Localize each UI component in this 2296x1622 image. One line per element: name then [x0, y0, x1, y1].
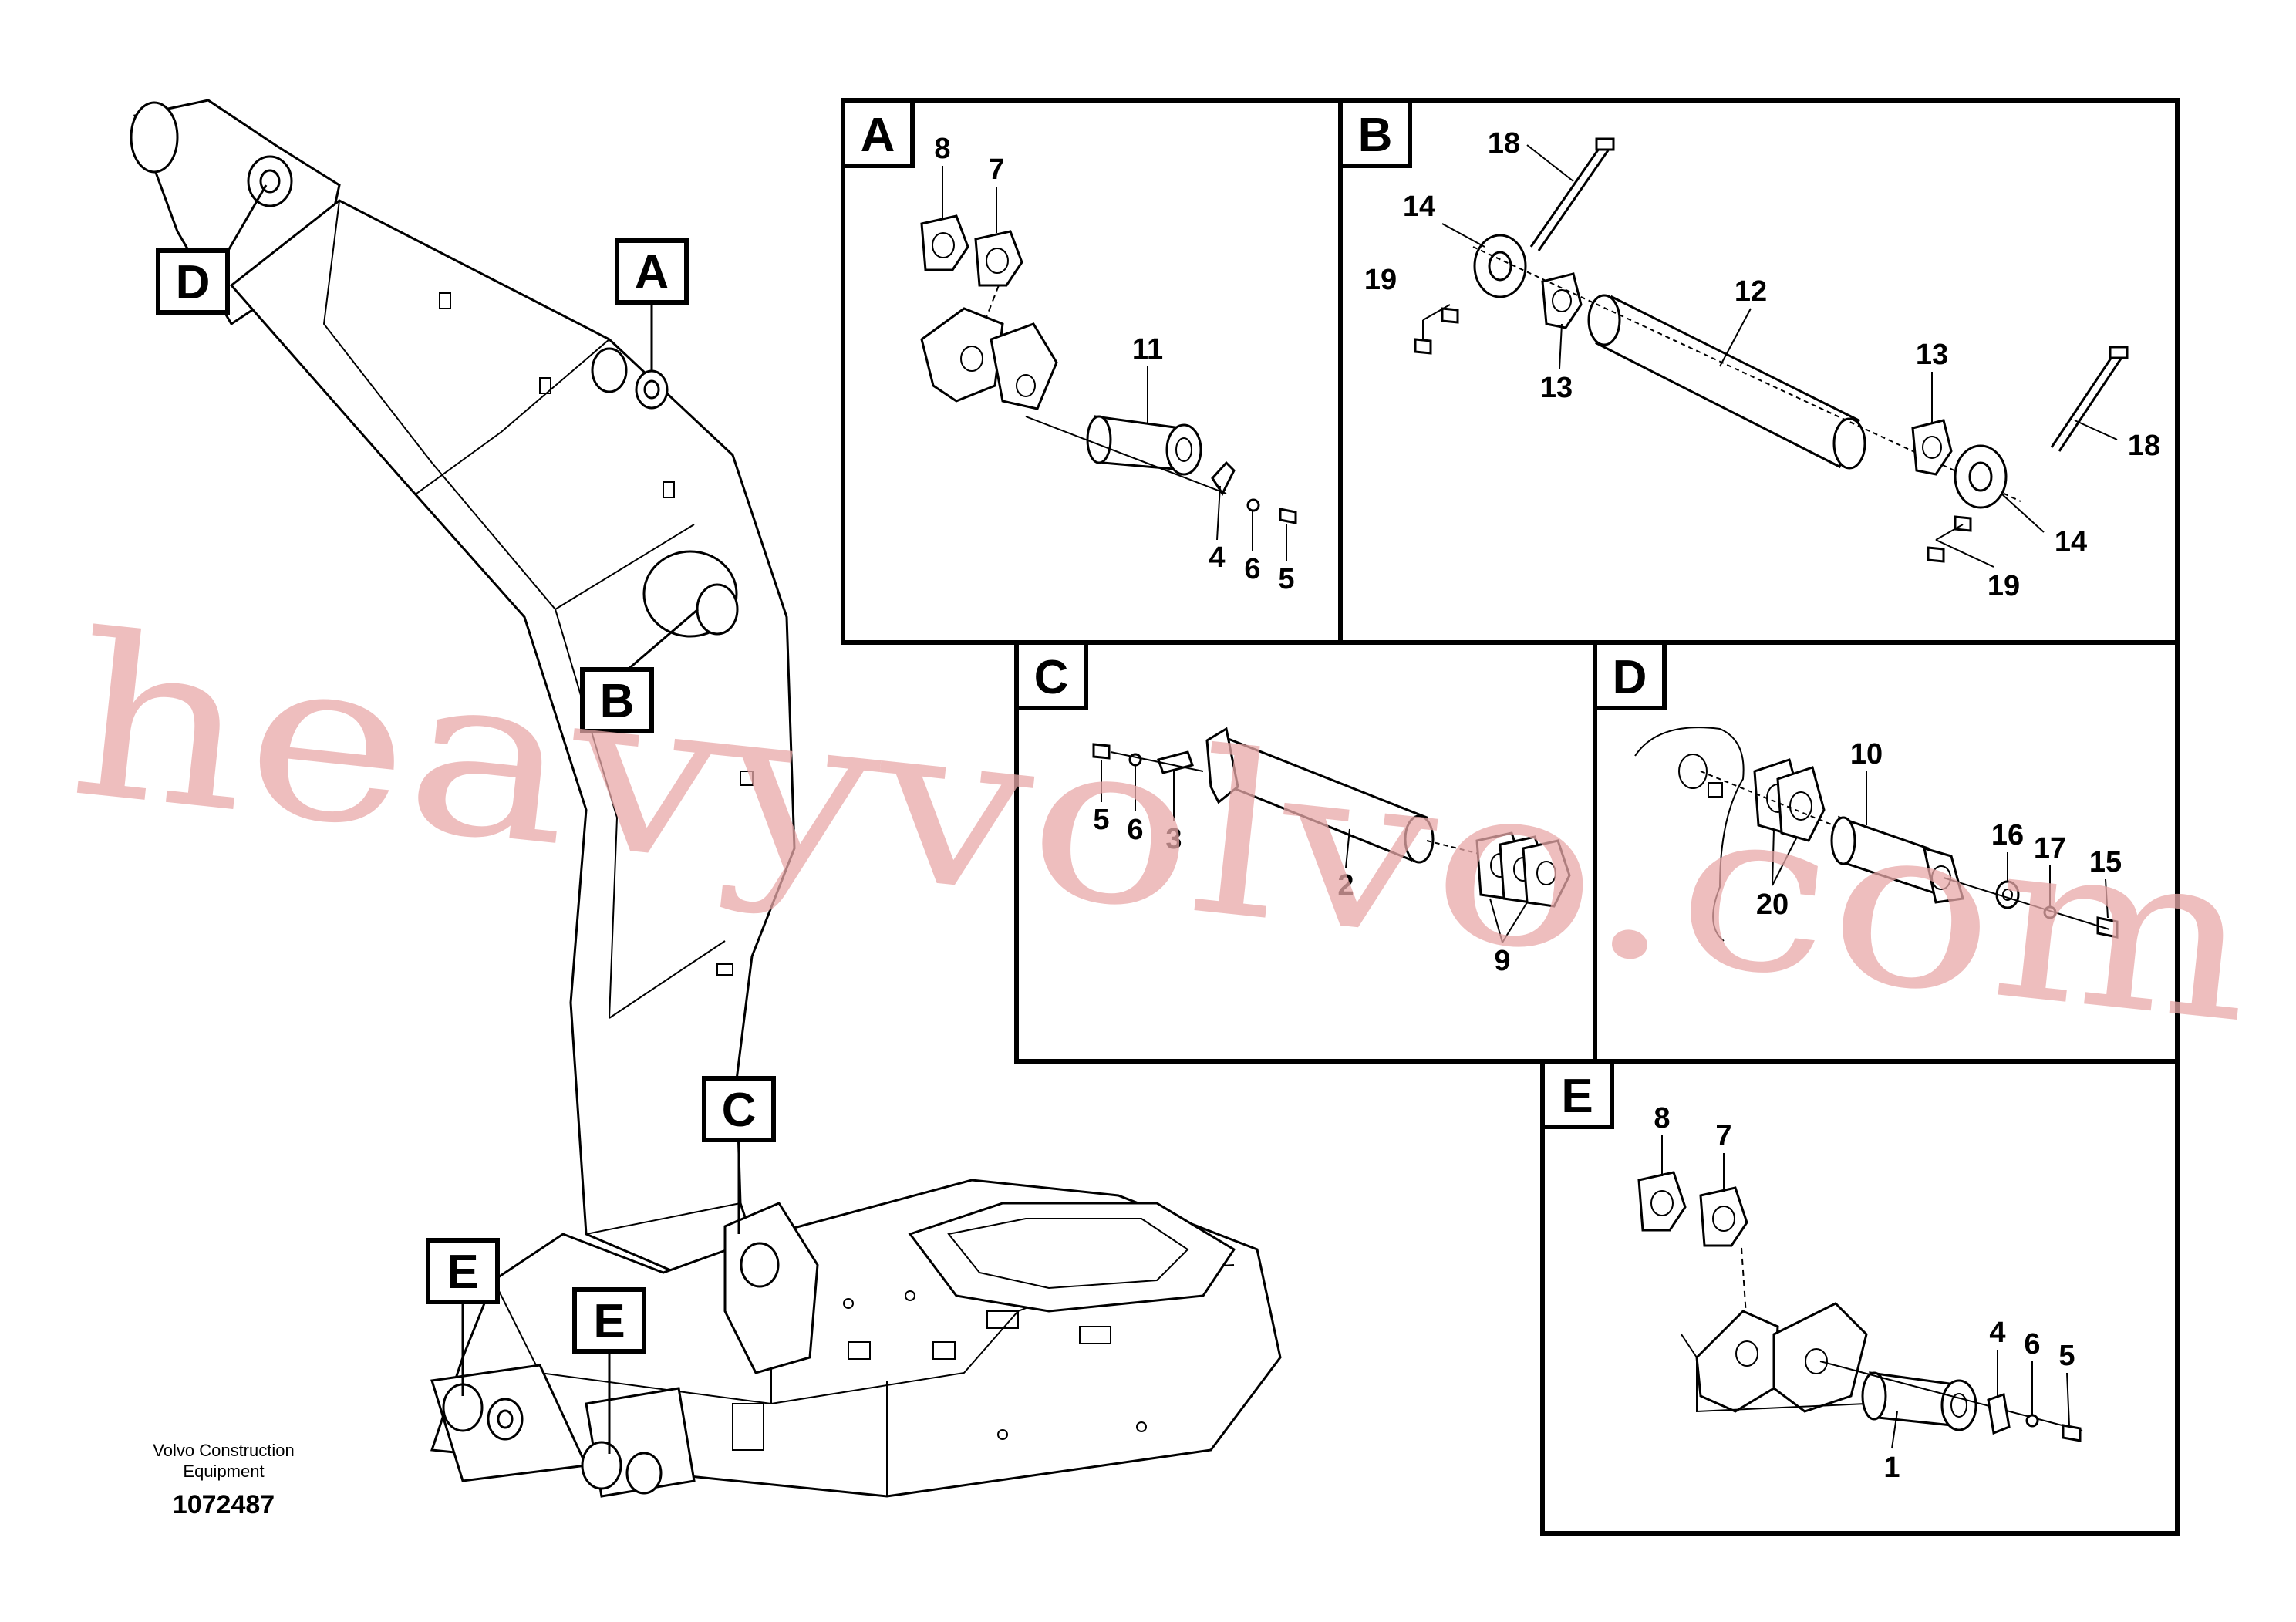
panel-D-part-15: 15 — [2089, 846, 2122, 878]
panel-E-title: E — [1561, 1070, 1593, 1123]
panel-D-part-16: 16 — [1991, 819, 2024, 851]
panel-C-part-9: 9 — [1494, 945, 1510, 977]
panel-A-part-6: 6 — [1244, 553, 1260, 585]
credit-line-2: Equipment — [183, 1462, 264, 1481]
callout-A-label: A — [635, 246, 669, 299]
panel-E: E 8 7 4 6 5 1 — [1540, 1059, 2180, 1536]
panel-A-part-5: 5 — [1278, 563, 1294, 595]
panel-B-part-19-left: 19 — [1364, 264, 1397, 296]
panel-B-part-14-left: 14 — [1403, 191, 1435, 223]
callout-B-label: B — [600, 675, 635, 728]
callout-E-left-label: E — [447, 1246, 478, 1299]
panel-B-part-14-right: 14 — [2055, 526, 2087, 558]
panel-D-part-10: 10 — [1850, 738, 1883, 771]
callout-D[interactable]: D — [156, 248, 230, 315]
panel-E-part-6: 6 — [2024, 1328, 2040, 1361]
panel-E-part-5: 5 — [2058, 1340, 2075, 1372]
watermark: heavyvolvo.com — [60, 586, 2266, 1074]
panel-B-part-18-top: 18 — [1488, 127, 1520, 160]
panel-B-part-12: 12 — [1735, 275, 1767, 308]
panel-A-part-8: 8 — [934, 133, 950, 165]
panel-E-part-1: 1 — [1883, 1452, 1900, 1484]
boom-illustration — [130, 99, 1282, 1498]
document-number: 1072487 — [173, 1490, 275, 1519]
panel-B-part-13-left: 13 — [1540, 372, 1573, 404]
panel-C-part-2: 2 — [1337, 869, 1354, 902]
panel-B-title: B — [1358, 109, 1393, 162]
panel-C-title: C — [1034, 651, 1069, 704]
panel-A-title: A — [861, 109, 895, 162]
panel-D-part-17: 17 — [2034, 832, 2066, 865]
panel-D-part-20: 20 — [1756, 889, 1789, 921]
panel-C-part-6: 6 — [1127, 814, 1143, 846]
callout-A[interactable]: A — [615, 238, 689, 305]
panel-E-part-7: 7 — [1715, 1120, 1731, 1152]
panel-A-part-4: 4 — [1209, 541, 1225, 574]
panel-B-part-19-right: 19 — [1988, 570, 2020, 602]
panel-A-part-11: 11 — [1132, 333, 1163, 366]
callout-C-label: C — [722, 1084, 757, 1137]
panel-E-part-8: 8 — [1654, 1102, 1670, 1135]
panel-B-part-13-right: 13 — [1916, 339, 1948, 371]
panel-C-part-5: 5 — [1093, 804, 1109, 836]
callout-E-left[interactable]: E — [426, 1238, 500, 1304]
credit-line-1: Volvo Construction — [153, 1441, 294, 1460]
callout-D-label: D — [176, 256, 211, 309]
callout-C[interactable]: C — [702, 1076, 776, 1142]
panel-B: B 18 14 — [1338, 98, 2180, 645]
panel-A-part-7: 7 — [988, 153, 1004, 186]
callout-E-right-label: E — [593, 1295, 625, 1348]
panel-D-title: D — [1613, 651, 1647, 704]
panel-B-part-18-right: 18 — [2128, 430, 2160, 462]
panel-E-part-4: 4 — [1989, 1317, 2005, 1349]
callout-E-right[interactable]: E — [572, 1287, 646, 1354]
callout-B[interactable]: B — [580, 667, 654, 733]
panel-A: A 8 7 11 4 6 5 — [841, 98, 1343, 645]
panel-C-part-3: 3 — [1165, 823, 1182, 855]
